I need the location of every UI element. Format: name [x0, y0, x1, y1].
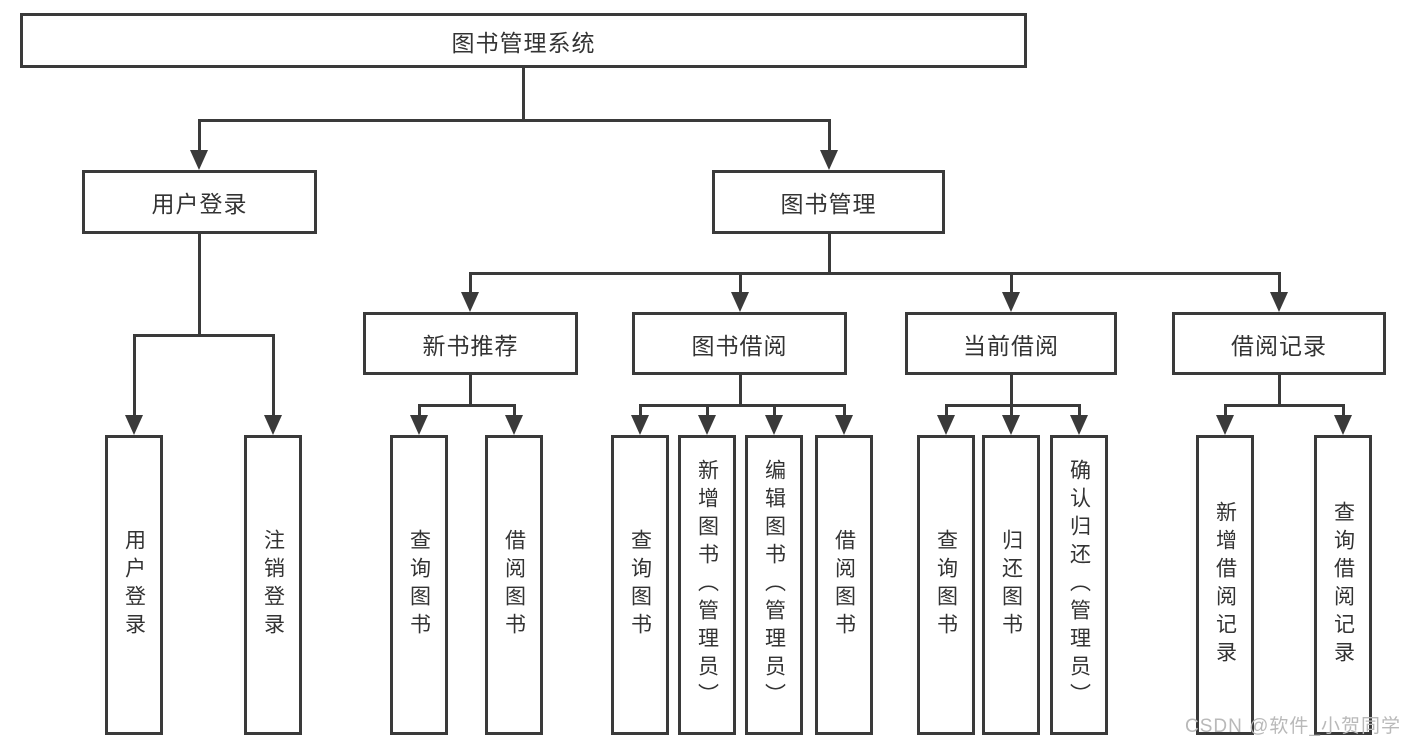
connector-drop-newbook-1	[418, 404, 421, 417]
node-book-borrow: 图书借阅	[632, 312, 847, 375]
node-leaf-borrow-add-label: 新增图书（管理员）	[695, 459, 719, 711]
arrowhead-borrow-4	[835, 415, 853, 435]
node-system-root: 图书管理系统	[20, 13, 1027, 68]
node-leaf-newbook-query: 查询图书	[390, 435, 448, 735]
node-leaf-records-add-label: 新增借阅记录	[1213, 501, 1237, 669]
node-leaf-logout: 注销登录	[244, 435, 302, 735]
node-leaf-borrow-borrow-label: 借阅图书	[832, 529, 856, 641]
node-leaf-current-query: 查询图书	[917, 435, 975, 735]
node-user-login-label: 用户登录	[151, 191, 248, 217]
node-leaf-records-query: 查询借阅记录	[1314, 435, 1372, 735]
connector-drop-records	[1278, 272, 1281, 295]
arrowhead-current	[1002, 292, 1020, 312]
connector-drop-user-login	[198, 119, 201, 152]
node-new-book-recommend-label: 新书推荐	[422, 332, 519, 359]
node-leaf-current-return-label: 归还图书	[999, 529, 1023, 641]
arrowhead-book-mgmt	[820, 150, 838, 170]
connector-drop-borrow-3	[773, 404, 776, 417]
arrowhead-login-2	[264, 415, 282, 435]
connector-records-bus	[1224, 404, 1344, 407]
node-system-root-label: 图书管理系统	[451, 29, 596, 56]
node-leaf-borrow-query: 查询图书	[611, 435, 669, 735]
connector-drop-current-3	[1078, 404, 1081, 417]
arrowhead-newbook-2	[505, 415, 523, 435]
node-leaf-current-query-label: 查询图书	[934, 529, 958, 641]
node-leaf-newbook-query-label: 查询图书	[407, 529, 431, 641]
arrowhead-records-2	[1334, 415, 1352, 435]
connector-drop-login-1	[133, 334, 136, 416]
connector-drop-current-1	[945, 404, 948, 417]
node-leaf-borrow-edit: 编辑图书（管理员）	[745, 435, 803, 735]
arrowhead-current-3	[1070, 415, 1088, 435]
connector-root-stem	[522, 68, 525, 121]
node-leaf-borrow-add: 新增图书（管理员）	[678, 435, 736, 735]
arrowhead-records-1	[1216, 415, 1234, 435]
connector-drop-borrow-4	[843, 404, 846, 417]
connector-drop-current	[1010, 272, 1013, 295]
node-leaf-newbook-borrow-label: 借阅图书	[502, 529, 526, 641]
connector-current-stem	[1010, 375, 1013, 407]
csdn-watermark: CSDN @软件_小贺同学	[1185, 716, 1401, 737]
node-leaf-user-login: 用户登录	[105, 435, 163, 735]
node-book-management: 图书管理	[712, 170, 945, 234]
connector-newbook-stem	[469, 375, 472, 407]
connector-drop-newbook	[469, 272, 472, 295]
connector-drop-borrow-2	[706, 404, 709, 417]
node-leaf-current-return: 归还图书	[982, 435, 1040, 735]
node-leaf-records-query-label: 查询借阅记录	[1331, 501, 1355, 669]
node-user-login: 用户登录	[82, 170, 317, 234]
connector-login-stem	[198, 234, 201, 337]
arrowhead-borrow-1	[631, 415, 649, 435]
connector-drop-borrow-1	[639, 404, 642, 417]
node-leaf-borrow-edit-label: 编辑图书（管理员）	[762, 459, 786, 711]
connector-newbook-bus	[418, 404, 516, 407]
node-leaf-records-add: 新增借阅记录	[1196, 435, 1254, 735]
arrowhead-borrow-2	[698, 415, 716, 435]
node-new-book-recommend: 新书推荐	[363, 312, 578, 375]
node-borrow-records-label: 借阅记录	[1231, 332, 1327, 359]
arrowhead-records	[1270, 292, 1288, 312]
node-leaf-logout-label: 注销登录	[261, 529, 285, 641]
connector-borrow-bus	[639, 404, 845, 407]
node-current-borrow: 当前借阅	[905, 312, 1117, 375]
node-book-management-label: 图书管理	[780, 191, 877, 217]
node-leaf-user-login-label: 用户登录	[122, 529, 146, 641]
connector-login-bus	[133, 334, 275, 337]
arrowhead-borrow-3	[765, 415, 783, 435]
arrowhead-current-2	[1002, 415, 1020, 435]
connector-root-bus	[198, 119, 831, 122]
node-leaf-borrow-borrow: 借阅图书	[815, 435, 873, 735]
connector-mgmt-bus	[469, 272, 1281, 275]
connector-drop-newbook-2	[513, 404, 516, 417]
node-leaf-current-confirm: 确认归还（管理员）	[1050, 435, 1108, 735]
arrowhead-newbook	[461, 292, 479, 312]
connector-records-stem	[1278, 375, 1281, 407]
connector-drop-login-2	[272, 334, 275, 416]
connector-drop-current-2	[1010, 404, 1013, 417]
node-leaf-newbook-borrow: 借阅图书	[485, 435, 543, 735]
connector-drop-book-mgmt	[828, 119, 831, 152]
connector-drop-borrow	[739, 272, 742, 295]
node-borrow-records: 借阅记录	[1172, 312, 1386, 375]
node-current-borrow-label: 当前借阅	[963, 332, 1059, 359]
connector-mgmt-stem	[828, 234, 831, 275]
arrowhead-current-1	[937, 415, 955, 435]
node-leaf-current-confirm-label: 确认归还（管理员）	[1067, 459, 1091, 711]
arrowhead-user-login	[190, 150, 208, 170]
arrowhead-newbook-1	[410, 415, 428, 435]
node-leaf-borrow-query-label: 查询图书	[628, 529, 652, 641]
connector-drop-records-1	[1224, 404, 1227, 417]
arrowhead-login-1	[125, 415, 143, 435]
connector-borrow-stem	[739, 375, 742, 407]
arrowhead-borrow	[731, 292, 749, 312]
node-book-borrow-label: 图书借阅	[691, 332, 788, 359]
connector-drop-records-2	[1342, 404, 1345, 417]
